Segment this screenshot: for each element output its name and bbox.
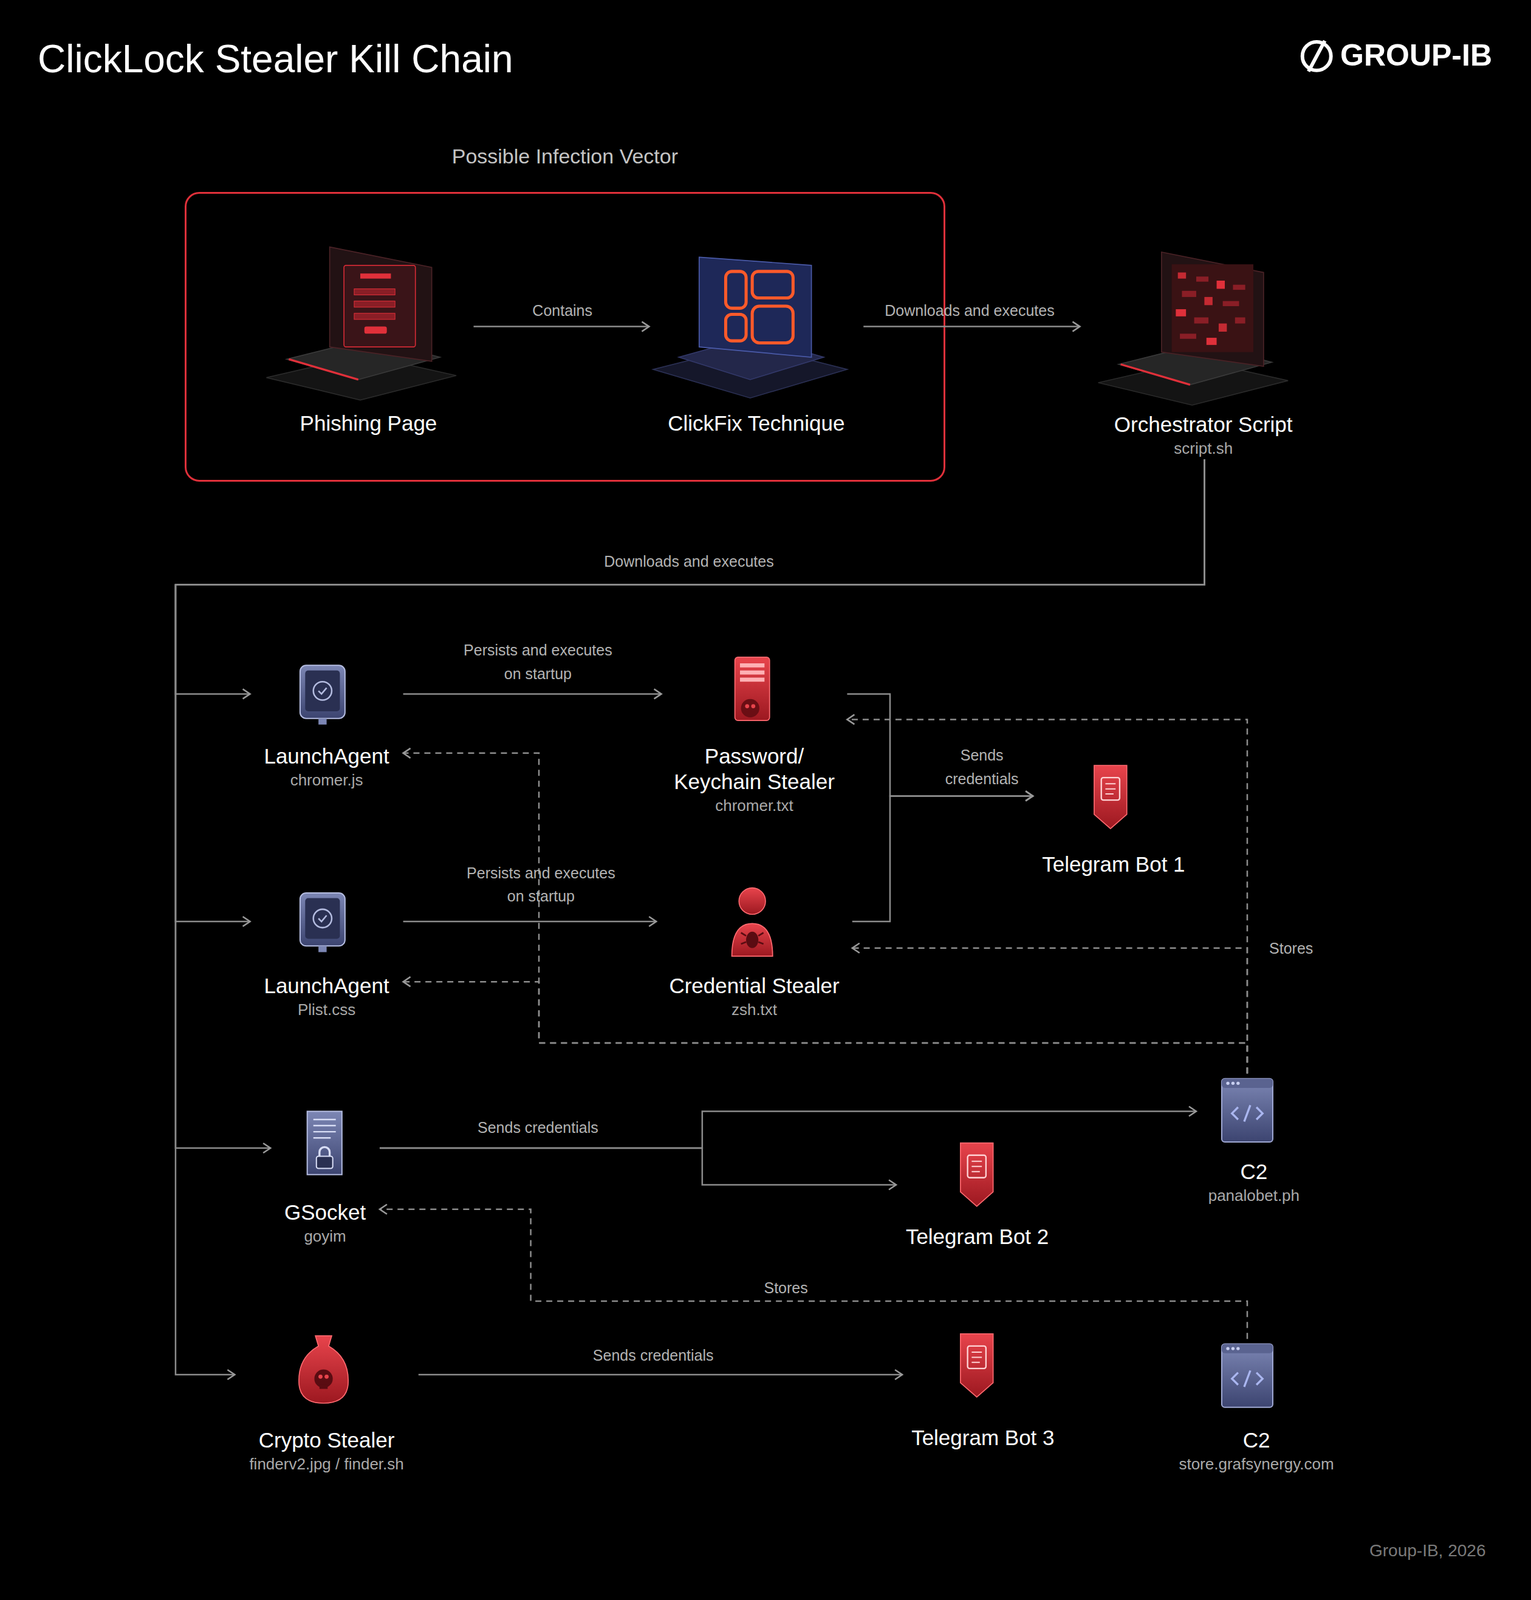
- node-title: ClickFix Technique: [667, 410, 845, 437]
- connector: [852, 795, 1033, 922]
- node-title: LaunchAgent: [263, 973, 389, 1000]
- node-title: Password/ Keychain Stealer: [666, 743, 843, 796]
- edge-label: Stores: [1269, 936, 1313, 960]
- launchagent-icon: [300, 893, 346, 953]
- phishing-laptop: [266, 247, 456, 401]
- node-title: Telegram Bot 1: [1041, 851, 1185, 878]
- node-title: Crypto Stealer: [258, 1427, 395, 1454]
- dashed-connector: [379, 1209, 1248, 1340]
- c2-server-icon: [1221, 1078, 1273, 1143]
- connector: [175, 459, 1205, 1375]
- edge-label: Downloads and executes: [884, 298, 1055, 322]
- credential-stealer-icon: [732, 888, 773, 957]
- gsocket-icon: [307, 1111, 343, 1175]
- connector: [403, 693, 662, 696]
- process-node: Crypto Stealerfinderv2.jpg / finder.sh: [234, 1326, 418, 1476]
- node-subtitle: finderv2.jpg / finder.sh: [249, 1453, 404, 1476]
- process-node: Credential Stealerzsh.txt: [656, 882, 853, 1021]
- orchestrator-laptop: [1098, 252, 1288, 406]
- connector: [403, 921, 657, 923]
- connector: [863, 325, 1080, 328]
- process-node: LaunchAgentchromer.js: [250, 658, 404, 792]
- edge-label: Downloads and executes: [603, 549, 774, 574]
- launchagent-icon: [300, 665, 346, 725]
- edge-label: Sends credentials: [592, 1343, 714, 1368]
- crypto-stealer-icon: [298, 1335, 349, 1404]
- process-node: Password/ Keychain Stealerchromer.txt: [661, 653, 848, 817]
- connector: [846, 693, 1033, 796]
- process-node: C2panalobet.ph: [1196, 1073, 1312, 1206]
- telegram-bot-icon: [960, 1143, 994, 1207]
- process-node: Telegram Bot 1: [1032, 760, 1194, 878]
- c2-server-icon: [1221, 1344, 1273, 1408]
- node-title: C2: [1239, 1159, 1268, 1186]
- node-subtitle: goyim: [303, 1226, 346, 1248]
- node-title: Telegram Bot 3: [911, 1425, 1055, 1452]
- node-subtitle: zsh.txt: [731, 999, 778, 1021]
- dashed-connector: [846, 719, 1248, 1074]
- connector: [473, 325, 650, 328]
- connector: [379, 1148, 897, 1185]
- logo-text: GROUP-IB: [1340, 37, 1493, 73]
- node-subtitle: chromer.js: [290, 769, 364, 792]
- node-title: Credential Stealer: [668, 973, 840, 1000]
- dashed-connector: [852, 948, 1248, 1075]
- process-node: GSocketgoyim: [270, 1110, 380, 1248]
- process-node: ClickFix Technique: [648, 234, 864, 437]
- node-subtitle: store.grafsynergy.com: [1178, 1453, 1334, 1476]
- connector: [418, 1374, 903, 1377]
- process-node: C2store.grafsynergy.com: [1165, 1339, 1348, 1475]
- node-title: Phishing Page: [300, 410, 438, 437]
- node-subtitle: panalobet.ph: [1208, 1185, 1300, 1207]
- connector: [175, 459, 1205, 694]
- edge-label: Persists and executes on startup: [458, 639, 618, 687]
- telegram-bot-icon: [1094, 765, 1127, 829]
- edge-label: Contains: [532, 298, 593, 322]
- node-title: GSocket: [284, 1199, 366, 1227]
- diagram-title: ClickLock Stealer Kill Chain: [37, 36, 514, 82]
- process-node: LaunchAgentPlist.css: [250, 885, 404, 1021]
- password-stealer-icon: [735, 657, 770, 721]
- node-subtitle: chromer.txt: [715, 795, 794, 817]
- connector: [175, 459, 1205, 922]
- telegram-bot-icon: [960, 1334, 994, 1398]
- process-node: Telegram Bot 3: [902, 1329, 1064, 1452]
- node-title: LaunchAgent: [263, 743, 389, 770]
- process-node: Telegram Bot 2: [896, 1140, 1059, 1251]
- illustrations: [266, 40, 1331, 1408]
- node-subtitle: script.sh: [1173, 438, 1233, 460]
- connector: [379, 1111, 1197, 1149]
- process-node: Phishing Page: [263, 234, 474, 437]
- node-title: C2: [1243, 1427, 1271, 1454]
- dashed-connector: [403, 753, 1248, 1075]
- edge-label: Persists and executes on startup: [461, 861, 621, 909]
- connector: [175, 459, 1205, 1149]
- node-subtitle: Plist.css: [297, 999, 356, 1021]
- node-title: Telegram Bot 2: [905, 1224, 1049, 1251]
- node-title: Possible Infection Vector: [186, 143, 944, 169]
- footer-note: Group-IB, 2026: [1369, 1541, 1486, 1561]
- logo-mark: [1302, 40, 1332, 72]
- process-node: Orchestrator Scriptscript.sh: [1079, 239, 1327, 460]
- edge-label: Sends credentials: [942, 744, 1022, 792]
- edge-label: Sends credentials: [477, 1116, 599, 1140]
- edge-label: Stores: [763, 1276, 808, 1301]
- group-box: Possible Infection VectorPhishing PageCl…: [184, 191, 946, 482]
- clickfix-device: [653, 256, 847, 398]
- node-title: Orchestrator Script: [1114, 411, 1293, 439]
